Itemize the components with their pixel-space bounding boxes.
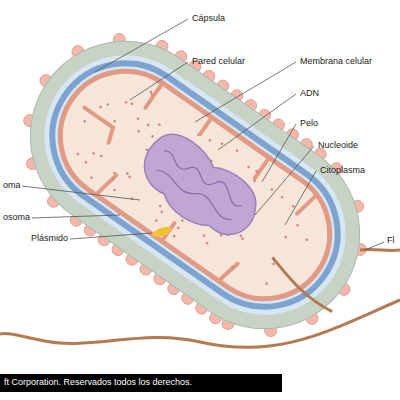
ribosome: [128, 175, 132, 179]
outer-layer: [13, 23, 378, 346]
ribosome: [231, 265, 235, 269]
part-label: Plásmido: [30, 233, 69, 244]
ribosome: [155, 219, 159, 223]
ribosome: [158, 204, 162, 208]
ribosome: [305, 238, 309, 242]
ribosome: [151, 135, 155, 139]
ribosome: [196, 133, 200, 137]
ribosome: [90, 176, 94, 180]
ribosome: [202, 234, 206, 238]
part-label: Membrana celular: [299, 56, 373, 67]
part-label: osoma: [2, 212, 31, 223]
dna-strands: [152, 144, 247, 223]
part-label: Citoplasma: [319, 165, 366, 176]
capsule: [0, 4, 397, 366]
ribosome: [136, 117, 140, 121]
ribosome: [160, 210, 164, 214]
ribosome: [220, 142, 224, 146]
part-label: Nucleoide: [317, 140, 359, 151]
pili: [0, 0, 400, 377]
ribosome: [280, 195, 284, 199]
ribosome: [149, 90, 153, 94]
ribosome: [106, 103, 110, 107]
plasmid: [151, 225, 173, 239]
nucleoid: [129, 124, 270, 251]
ribosome: [265, 282, 269, 286]
ribosome: [291, 204, 295, 208]
ribosomes: [58, 68, 327, 302]
part-label: Pelo: [299, 118, 319, 129]
ribosome: [235, 149, 239, 153]
ribosome: [92, 152, 96, 156]
copyright-bar: [0, 374, 282, 392]
ribosome: [84, 160, 88, 164]
ribosome: [172, 234, 176, 238]
ribosome: [284, 235, 288, 239]
ribosome: [76, 152, 80, 156]
ribosome: [241, 237, 245, 241]
ribosome: [83, 119, 87, 123]
leader-lines: [22, 19, 384, 250]
ribosome: [126, 172, 130, 176]
ribosome: [113, 188, 117, 192]
ribosome: [99, 105, 103, 109]
cell-wall: [24, 35, 367, 336]
ribosome: [176, 226, 180, 230]
ribosome: [253, 179, 257, 183]
part-label: oma: [2, 180, 22, 191]
ribosome: [205, 241, 209, 245]
ribosome: [296, 223, 300, 227]
ribosome: [130, 102, 134, 106]
ribosome: [137, 129, 141, 133]
ribosome: [208, 139, 212, 143]
copyright-text: ft Corporation. Reservados todos los der…: [3, 377, 193, 388]
ribosome: [113, 171, 117, 175]
ribosome: [99, 154, 103, 158]
flagellum-base: [266, 258, 338, 313]
part-label: Fl: [386, 235, 396, 246]
ribosome: [181, 219, 185, 223]
ribosome: [239, 234, 243, 238]
ribosome: [247, 165, 251, 169]
flagellum: [0, 300, 400, 347]
ribosome: [158, 123, 162, 127]
ribosome: [124, 101, 128, 105]
ribosome: [111, 177, 115, 181]
ribosome: [270, 188, 274, 192]
part-label: ADN: [299, 88, 320, 99]
part-label: Cápsula: [191, 13, 226, 24]
part-label: Pared celular: [191, 56, 246, 67]
ribosome: [146, 123, 150, 127]
ribosome: [113, 119, 117, 123]
ribosome: [255, 169, 259, 173]
cell-membrane: [35, 46, 355, 325]
